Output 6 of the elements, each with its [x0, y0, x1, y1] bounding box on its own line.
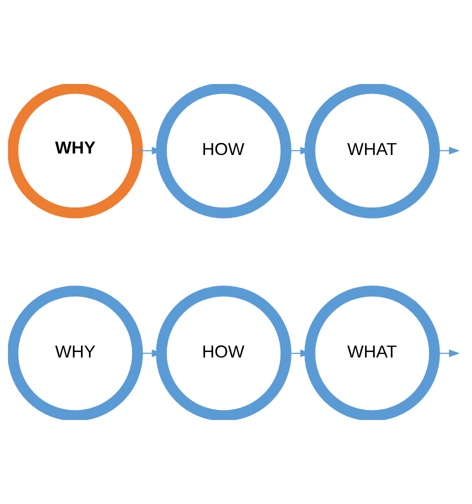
node-circle: HOW — [156, 286, 292, 420]
node-circle: HOW — [156, 84, 292, 218]
node-circle: WHY — [8, 84, 143, 218]
node-circle: WHY — [8, 286, 143, 420]
node-circle: WHAT — [304, 286, 440, 420]
node-circle: WHAT — [304, 84, 440, 218]
